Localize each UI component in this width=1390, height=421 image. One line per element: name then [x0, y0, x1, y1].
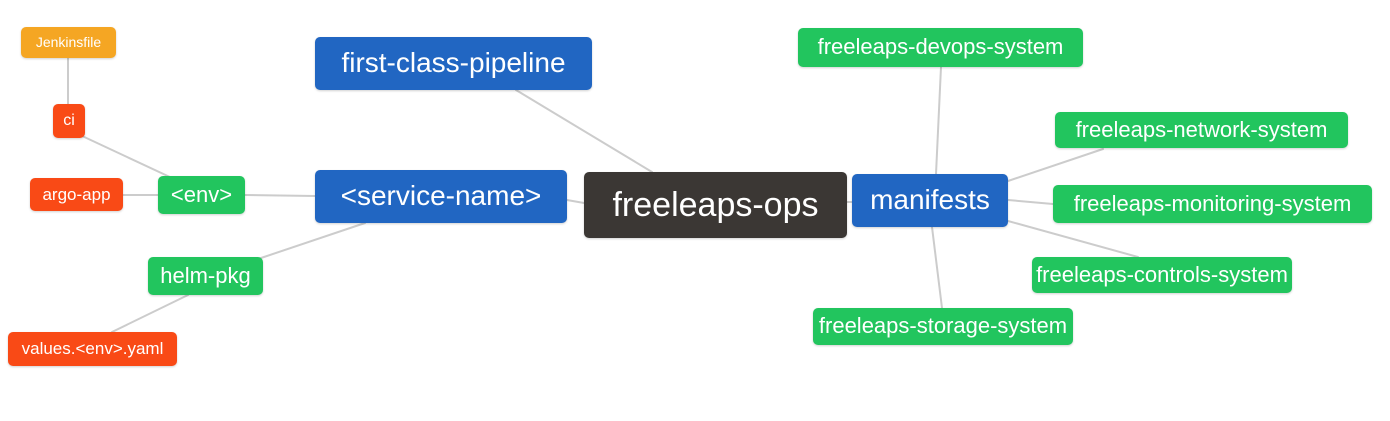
node-label-env: <env> — [170, 181, 233, 207]
node-devops-system[interactable]: freeleaps-devops-system — [798, 28, 1083, 67]
node-label-helm-pkg: helm-pkg — [160, 262, 251, 288]
node-jenkinsfile[interactable]: Jenkinsfile — [21, 27, 116, 58]
node-label-service-name: <service-name> — [340, 180, 542, 211]
edge-first-class-pipeline-to-freeleaps-ops — [515, 89, 653, 173]
node-label-storage-system: freeleaps-storage-system — [818, 313, 1068, 338]
node-monitoring-system[interactable]: freeleaps-monitoring-system — [1053, 185, 1372, 223]
node-label-manifests: manifests — [870, 184, 990, 215]
edge-manifests-to-monitoring-system — [1007, 199, 1054, 205]
node-helm-pkg[interactable]: helm-pkg — [148, 257, 263, 295]
node-storage-system[interactable]: freeleaps-storage-system — [813, 308, 1073, 345]
node-network-system[interactable]: freeleaps-network-system — [1055, 112, 1348, 148]
node-env[interactable]: <env> — [158, 176, 245, 214]
node-label-jenkinsfile: Jenkinsfile — [35, 34, 102, 50]
edge-helm-pkg-to-service-name — [257, 222, 366, 260]
edge-manifests-to-network-system — [1007, 148, 1104, 182]
edge-ci-to-env — [79, 134, 173, 179]
node-controls-system[interactable]: freeleaps-controls-system — [1032, 257, 1292, 293]
node-label-values-env-yaml: values.<env>.yaml — [21, 339, 164, 358]
node-service-name[interactable]: <service-name> — [315, 170, 567, 223]
edge-manifests-to-storage-system — [931, 226, 943, 309]
node-label-ci: ci — [63, 111, 75, 129]
node-label-first-class-pipeline: first-class-pipeline — [341, 47, 566, 78]
edge-env-to-service-name — [244, 194, 316, 197]
node-label-network-system: freeleaps-network-system — [1075, 116, 1328, 142]
node-freeleaps-ops[interactable]: freeleaps-ops — [584, 172, 847, 238]
edge-values-env-yaml-to-helm-pkg — [111, 294, 189, 333]
node-manifests[interactable]: manifests — [852, 174, 1008, 227]
node-label-argo-app: argo-app — [42, 184, 111, 204]
node-ci[interactable]: ci — [53, 104, 85, 138]
node-values-env-yaml[interactable]: values.<env>.yaml — [8, 332, 177, 366]
node-label-monitoring-system: freeleaps-monitoring-system — [1073, 190, 1352, 216]
node-label-freeleaps-ops: freeleaps-ops — [612, 185, 819, 224]
node-label-devops-system: freeleaps-devops-system — [817, 34, 1064, 59]
edge-manifests-to-controls-system — [1007, 220, 1139, 258]
node-first-class-pipeline[interactable]: first-class-pipeline — [315, 37, 592, 90]
node-label-controls-system: freeleaps-controls-system — [1036, 261, 1288, 287]
edge-manifests-to-devops-system — [935, 66, 942, 175]
edge-service-name-to-freeleaps-ops — [566, 199, 585, 204]
node-argo-app[interactable]: argo-app — [30, 178, 123, 211]
